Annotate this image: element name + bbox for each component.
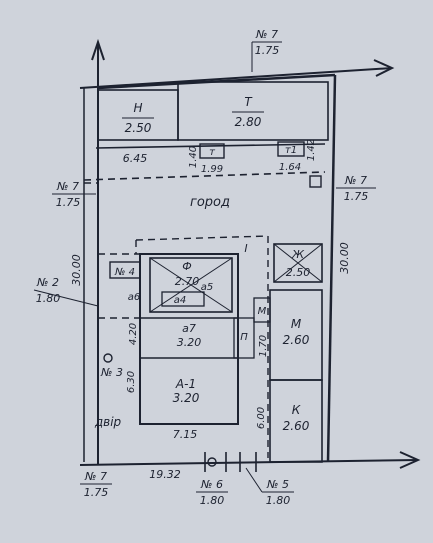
- arrow-right-top-icon: [373, 59, 395, 77]
- dim-140: 1.40: [188, 146, 199, 168]
- dim-170: 1.70: [258, 335, 269, 357]
- dim-142: 1.42: [306, 139, 317, 161]
- dim-3000-right: 30.00: [338, 242, 351, 274]
- n3-label: № 3: [100, 366, 123, 379]
- svg-text:1.80: 1.80: [36, 292, 61, 305]
- gate-marks: [204, 452, 257, 472]
- neighbour-n7-right: № 7 1.75: [336, 174, 376, 203]
- P-label: П: [240, 332, 248, 343]
- m1-label: т1: [285, 145, 297, 156]
- F-value: 2.70: [175, 275, 200, 288]
- m-value: 1.99: [201, 164, 223, 175]
- a5-label: а5: [201, 282, 214, 293]
- well-icon: [103, 353, 113, 363]
- svg-text:1.75: 1.75: [344, 190, 369, 203]
- toilet-icon: [309, 175, 322, 188]
- a7-label: а7: [182, 322, 196, 335]
- neighbour-n6: № 6 1.80: [196, 478, 228, 507]
- neighbour-n7-left: № 7 1.75: [52, 180, 96, 209]
- H-label: Н: [133, 101, 142, 115]
- porch-a4: [161, 291, 205, 307]
- neighbour-n2: № 2 1.80: [33, 276, 99, 307]
- dim-715: 7.15: [173, 428, 198, 441]
- svg-text:1.80: 1.80: [200, 494, 225, 507]
- K-label: К: [292, 403, 301, 417]
- arrow-up-icon: [91, 38, 105, 61]
- shed-m: т 1.99: [199, 143, 225, 175]
- svg-text:1.75: 1.75: [56, 196, 81, 209]
- svg-text:№ 7: № 7: [255, 28, 278, 41]
- M-value: 2.60: [283, 333, 310, 347]
- neighbour-n7-bottom: № 7 1.75: [80, 470, 112, 499]
- H-value: 2.50: [125, 121, 152, 135]
- K-value: 2.60: [283, 419, 310, 433]
- building-Zh: Ж 2.50: [273, 243, 323, 283]
- shed-n4: [109, 261, 141, 279]
- F-label: Ф: [182, 260, 191, 273]
- garden-label: город: [190, 195, 230, 210]
- dim-600: 6.00: [256, 407, 267, 429]
- house-dashed-extension: [98, 235, 269, 458]
- n4-label: № 4: [114, 267, 135, 278]
- neighbour-n7-top: № 7 1.75: [251, 28, 282, 72]
- roman-one-label: I: [244, 242, 247, 255]
- svg-text:№ 7: № 7: [84, 470, 107, 483]
- dim-645: 6.45: [123, 152, 148, 165]
- Zh-value: 2.50: [286, 266, 311, 279]
- M-label: М: [291, 317, 302, 331]
- m1-value: 1.64: [279, 162, 301, 173]
- T-label: Т: [244, 95, 253, 109]
- A1-label: А-1: [175, 377, 196, 391]
- dim-3000-left: 30.00: [70, 254, 83, 286]
- annex-P: [233, 317, 255, 359]
- fence-line: [95, 143, 326, 149]
- svg-text:№ 5: № 5: [266, 478, 289, 491]
- svg-text:1.75: 1.75: [84, 486, 109, 499]
- a4-label: а4: [174, 295, 187, 306]
- a6-label: а6: [128, 292, 141, 303]
- a7-value: 3.20: [177, 336, 202, 349]
- svg-text:№ 6: № 6: [200, 478, 223, 491]
- shed-m1: т1 1.64: [277, 141, 305, 173]
- svg-text:№ 7: № 7: [344, 174, 367, 187]
- veranda-F: [149, 257, 233, 313]
- dim-420: 4.20: [128, 323, 139, 345]
- svg-text:№ 7: № 7: [56, 180, 79, 193]
- M-small-label: М: [258, 306, 267, 317]
- dim-630: 6.30: [126, 371, 137, 393]
- garden-boundary: [83, 171, 326, 462]
- house: Ф 2.70 а5 а6 а4 а7 3.20 А-1 3.20 П М: [128, 253, 271, 425]
- Zh-label: Ж: [291, 248, 305, 261]
- svg-text:1.75: 1.75: [255, 44, 280, 57]
- m-label: т: [209, 147, 216, 158]
- dim-1932: 19.32: [149, 468, 181, 481]
- building-K: К 2.60: [269, 379, 323, 463]
- svg-text:1.80: 1.80: [266, 494, 291, 507]
- yard-label: двір: [94, 415, 122, 429]
- A1-value: 3.20: [173, 391, 200, 405]
- svg-text:№ 2: № 2: [36, 276, 59, 289]
- arrow-right-bottom-icon: [399, 451, 421, 469]
- T-value: 2.80: [235, 115, 262, 129]
- neighbour-n5: № 5 1.80: [245, 467, 294, 507]
- building-T: Т 2.80: [177, 81, 329, 141]
